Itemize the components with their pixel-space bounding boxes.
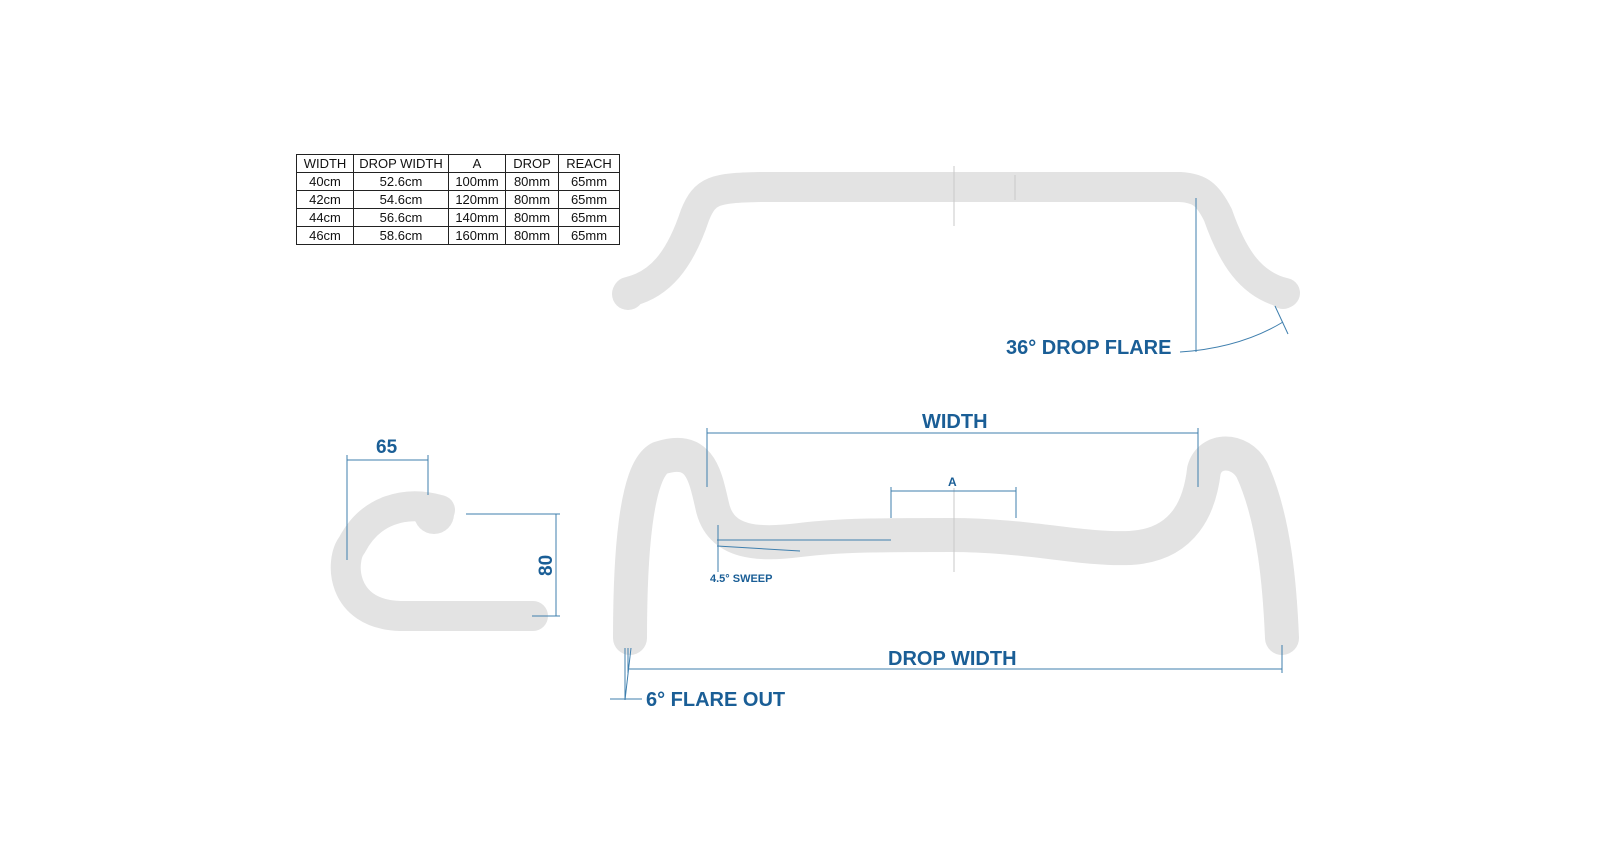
table-header-cell: WIDTH (296, 154, 354, 173)
drop-label: 80 (536, 555, 557, 576)
table-cell: 56.6cm (353, 208, 449, 227)
table-row: 46cm 58.6cm 160mm 80mm 65mm (296, 226, 620, 245)
sweep-label: 4.5° SWEEP (710, 573, 772, 585)
sweep-angle-line (716, 545, 801, 552)
table-header-cell: DROP WIDTH (353, 154, 449, 173)
side-view-bar-end (414, 494, 454, 534)
table-header-cell: REACH (558, 154, 620, 173)
size-table-header-row: WIDTH DROP WIDTH A DROP REACH (296, 154, 620, 173)
table-cell: 58.6cm (353, 226, 449, 245)
table-cell: 140mm (448, 208, 506, 227)
table-row: 44cm 56.6cm 140mm 80mm 65mm (296, 208, 620, 227)
table-cell: 65mm (558, 172, 620, 191)
table-row: 40cm 52.6cm 100mm 80mm 65mm (296, 172, 620, 191)
flare-out-label: 6° FLARE OUT (646, 689, 785, 711)
table-cell: 65mm (558, 226, 620, 245)
side-view-bar (330, 491, 548, 631)
table-cell: 54.6cm (353, 190, 449, 209)
top-view-left-bar-end (612, 278, 644, 310)
flare-out-angle-line (624, 647, 632, 701)
table-cell: 80mm (505, 208, 559, 227)
table-cell: 80mm (505, 190, 559, 209)
table-header-cell: DROP (505, 154, 559, 173)
table-cell: 44cm (296, 208, 354, 227)
table-header-cell: A (448, 154, 506, 173)
front-view: WIDTH A 4.5° SWEEP DROP WIDTH 6° FLARE O… (610, 411, 1299, 711)
top-view-right-bar-end (1268, 279, 1298, 309)
table-cell: 80mm (505, 226, 559, 245)
side-view: 65 80 (330, 437, 560, 631)
width-label: WIDTH (922, 411, 988, 433)
front-view-bar (613, 436, 1299, 655)
table-cell: 42cm (296, 190, 354, 209)
table-cell: 52.6cm (353, 172, 449, 191)
top-view: 36° DROP FLARE (612, 166, 1300, 359)
drop-flare-label: 36° DROP FLARE (1006, 337, 1171, 359)
table-cell: 46cm (296, 226, 354, 245)
drop-flare-arc (1179, 321, 1284, 353)
reach-label: 65 (376, 437, 398, 458)
top-view-bar (613, 172, 1300, 308)
table-cell: 80mm (505, 172, 559, 191)
table-cell: 120mm (448, 190, 506, 209)
drop-flare-leader (1274, 305, 1289, 335)
size-table: WIDTH DROP WIDTH A DROP REACH 40cm 52.6c… (296, 154, 620, 245)
table-cell: 100mm (448, 172, 506, 191)
table-cell: 65mm (558, 208, 620, 227)
a-label: A (948, 475, 957, 489)
table-row: 42cm 54.6cm 120mm 80mm 65mm (296, 190, 620, 209)
table-cell: 40cm (296, 172, 354, 191)
drop-width-label: DROP WIDTH (888, 648, 1017, 670)
table-cell: 65mm (558, 190, 620, 209)
table-cell: 160mm (448, 226, 506, 245)
